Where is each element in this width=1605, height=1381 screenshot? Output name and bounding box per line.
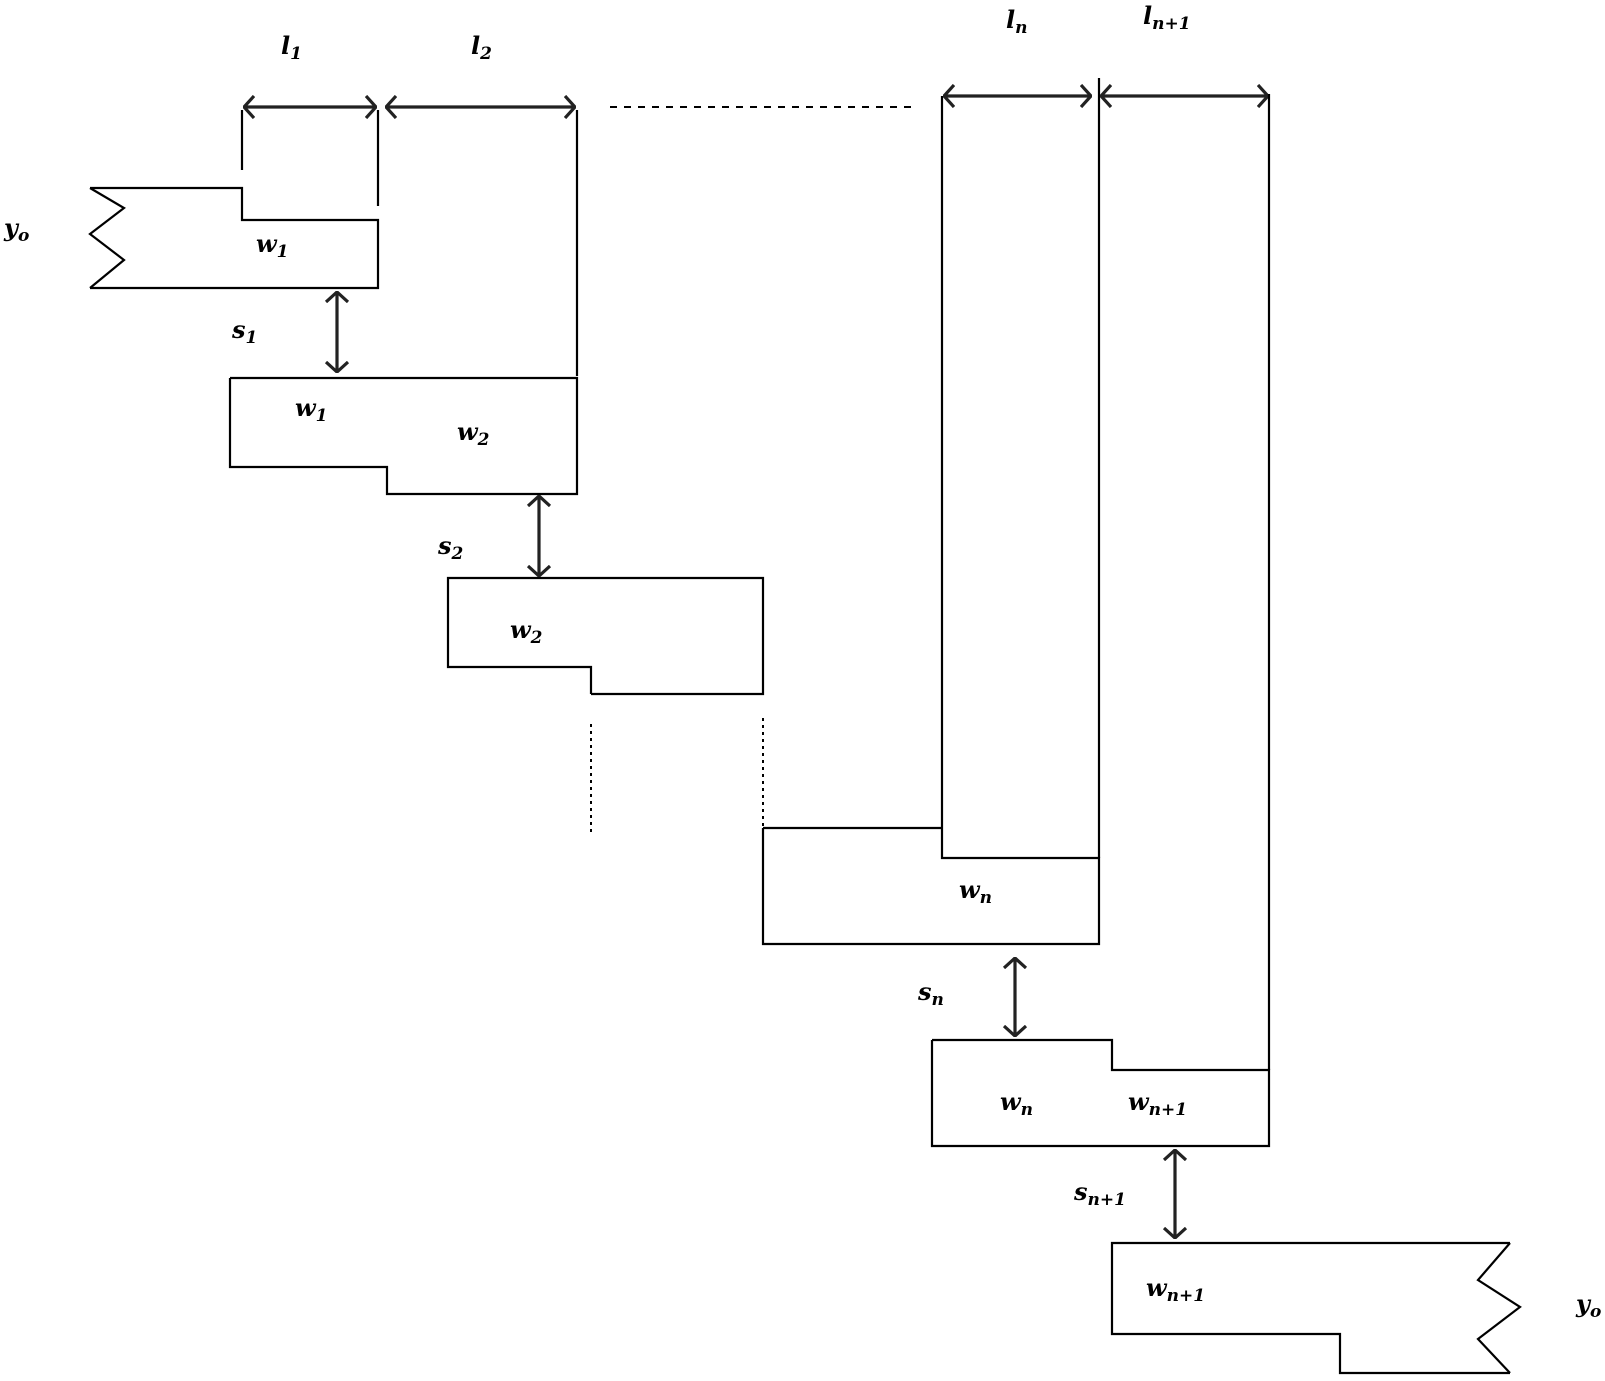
- line-section-n: [761, 96, 1101, 946]
- output-line-right: [1110, 1241, 1510, 1375]
- label-ln: ln: [1006, 5, 1028, 38]
- label-wn1-output: wn+1: [1146, 1273, 1206, 1306]
- break-zigzag-right: [1476, 1242, 1522, 1374]
- label-w1-input: w1: [256, 229, 289, 262]
- label-sn1: sn+1: [1074, 1177, 1126, 1210]
- label-wn1-section: wn+1: [1128, 1087, 1188, 1120]
- label-ln1: ln+1: [1143, 1, 1191, 34]
- label-s1: s1: [232, 315, 258, 348]
- label-l1: l1: [281, 31, 302, 64]
- label-w1-section: w1: [295, 393, 328, 426]
- label-wn-bottom: wn: [1000, 1087, 1034, 1120]
- label-w2-next: w2: [510, 615, 543, 648]
- label-yo-right: yo: [1576, 1289, 1602, 1322]
- line-section-1-2: [228, 376, 579, 496]
- break-zigzag-left: [88, 187, 126, 289]
- label-yo-left: yo: [4, 213, 30, 246]
- label-w2-section: w2: [457, 417, 490, 450]
- label-sn: sn: [918, 977, 944, 1010]
- label-wn-top: wn: [959, 875, 993, 908]
- label-s2: s2: [438, 531, 464, 564]
- input-line-left: [90, 186, 380, 290]
- label-l2: l2: [471, 31, 492, 64]
- line-section-2-3: [446, 576, 765, 696]
- line-section-n-n1: [930, 1038, 1271, 1148]
